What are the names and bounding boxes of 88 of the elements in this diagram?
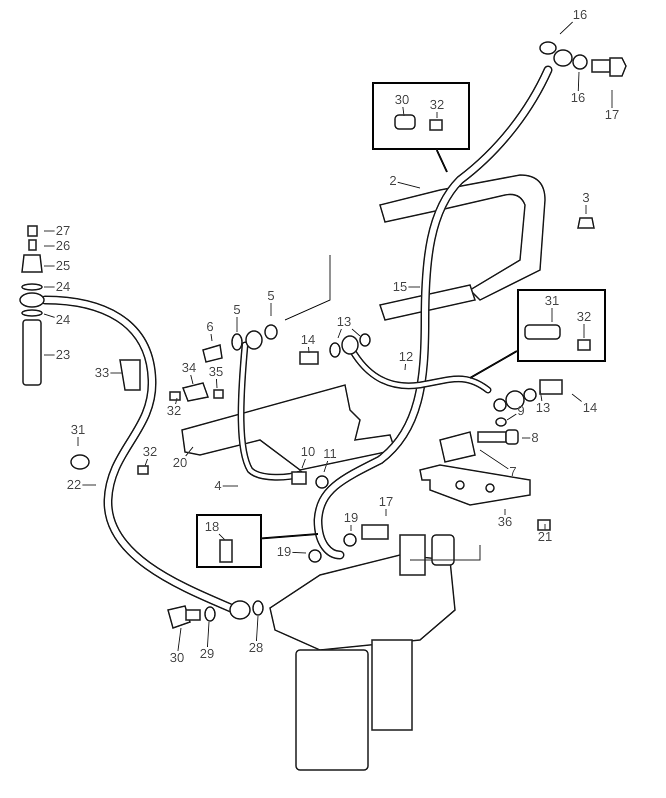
leader-line — [144, 458, 148, 466]
callout-number: 30 — [394, 93, 410, 107]
callout-number: 34 — [182, 361, 196, 375]
callout-number: 11 — [323, 447, 337, 461]
callout-number: 16 — [570, 91, 586, 105]
callout-number: 17 — [378, 495, 394, 509]
leader-line — [206, 622, 210, 648]
leader-line — [185, 446, 194, 456]
leader-line — [256, 616, 258, 642]
leader-line — [292, 552, 306, 554]
callout-number: 19 — [276, 545, 292, 559]
callout-number: 3 — [582, 191, 590, 205]
leader-line — [480, 450, 509, 470]
callout-number: 14 — [582, 401, 598, 415]
leader-line — [177, 628, 182, 652]
leader-line — [44, 354, 56, 356]
leader-line — [338, 328, 342, 338]
callout-number: 15 — [392, 280, 408, 294]
inset-detail-box — [372, 82, 470, 150]
callout-number: 23 — [56, 348, 70, 362]
callout-number: 36 — [498, 515, 512, 529]
callout-number: 20 — [172, 456, 188, 470]
callout-number: 31 — [70, 423, 86, 437]
leader-line — [397, 182, 420, 188]
leader-line — [44, 314, 56, 318]
callout-number: 31 — [544, 294, 560, 308]
leader-line — [44, 286, 56, 288]
callout-number: 32 — [430, 98, 444, 112]
callout-number: 13 — [336, 315, 352, 329]
callout-number: 13 — [536, 401, 550, 415]
leader-line — [504, 508, 506, 516]
leader-line — [560, 22, 574, 34]
callout-number: 9 — [517, 404, 525, 418]
callout-number: 4 — [214, 479, 222, 493]
callout-number: 35 — [208, 365, 224, 379]
callout-number: 24 — [56, 313, 70, 327]
callout-number: 33 — [94, 366, 110, 380]
leader-line — [436, 112, 438, 118]
callout-number: 21 — [538, 530, 552, 544]
callout-number: 5 — [267, 289, 275, 303]
callout-number: 28 — [248, 641, 264, 655]
leader-line — [236, 316, 238, 332]
leader-line — [82, 484, 96, 486]
leader-line — [302, 458, 306, 468]
callout-number: 32 — [142, 445, 158, 459]
callout-number: 17 — [604, 108, 620, 122]
leader-line — [270, 302, 272, 316]
callout-number: 22 — [66, 478, 82, 492]
callout-number: 19 — [344, 511, 358, 525]
leader-line — [506, 414, 517, 420]
leader-line — [308, 346, 310, 354]
callout-number: 18 — [204, 520, 220, 534]
inset-detail-box — [196, 514, 262, 568]
leader-line — [218, 534, 226, 540]
leader-line — [408, 286, 420, 288]
callout-number: 5 — [233, 303, 241, 317]
callout-number: 29 — [200, 647, 214, 661]
callout-number: 14 — [300, 333, 316, 347]
callout-number: 10 — [300, 445, 316, 459]
callout-number: 32 — [576, 310, 592, 324]
leader-line — [175, 398, 178, 404]
leader-line — [190, 374, 194, 384]
callout-number: 24 — [56, 280, 70, 294]
callout-number: 25 — [56, 259, 70, 273]
callout-number: 26 — [56, 239, 70, 253]
callout-number: 7 — [509, 465, 517, 479]
leader-line — [402, 106, 404, 116]
leader-line — [324, 460, 328, 472]
leader-line — [350, 524, 352, 532]
callout-number: 32 — [166, 404, 182, 418]
leader-line — [572, 394, 582, 402]
inset-detail-box — [517, 289, 606, 362]
callout-number: 27 — [56, 224, 70, 238]
callout-number: 30 — [170, 651, 184, 665]
callout-number: 16 — [572, 8, 588, 22]
leader-line — [540, 388, 542, 402]
leader-line — [544, 524, 546, 530]
callout-number: 8 — [531, 431, 539, 445]
leader-line — [44, 230, 56, 232]
leader-line — [404, 364, 406, 370]
callout-number: 12 — [398, 350, 414, 364]
leader-line — [578, 72, 580, 92]
leader-line — [110, 372, 122, 374]
leader-line — [216, 378, 218, 388]
callout-number: 6 — [206, 320, 214, 334]
callout-number: 2 — [389, 174, 397, 188]
leader-line — [352, 328, 360, 336]
leader-line — [210, 334, 212, 342]
